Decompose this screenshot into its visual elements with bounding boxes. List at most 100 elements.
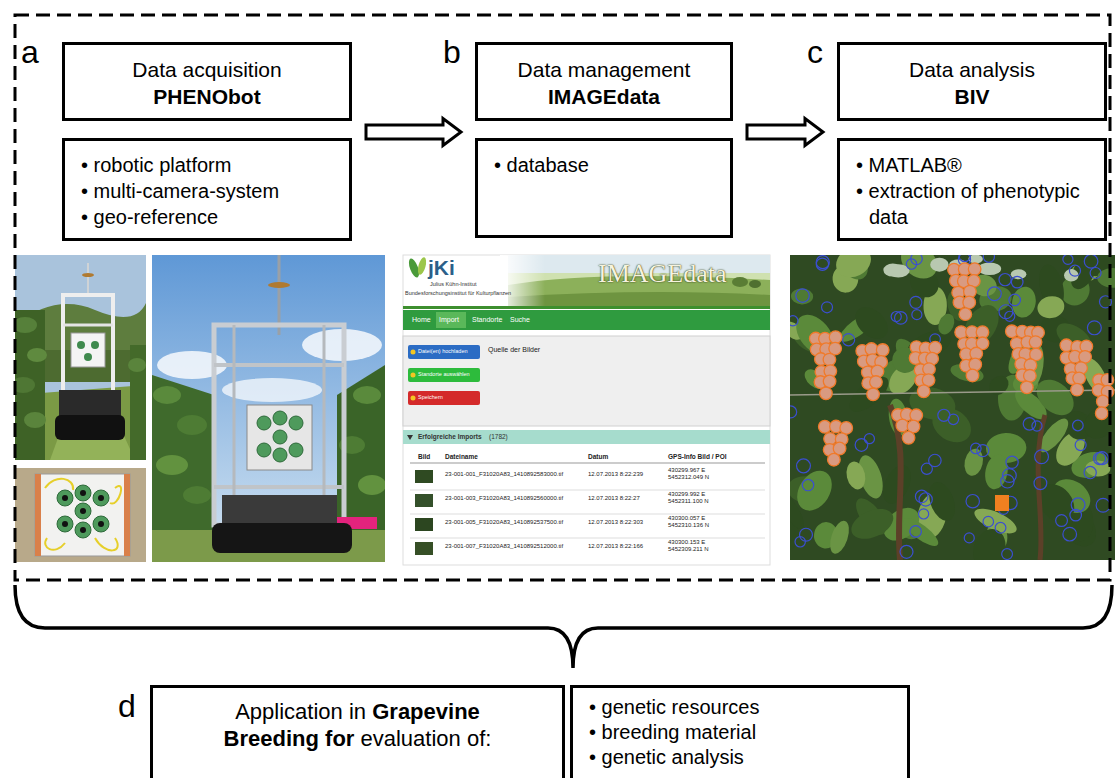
grape-detection-photo [1011, 276, 1023, 288]
database-screenshot [411, 350, 416, 355]
database-screenshot [403, 306, 770, 309]
grape-detection-photo [790, 255, 1115, 560]
grape-detection-photo [919, 509, 929, 519]
grape-detection-photo [935, 311, 957, 337]
grape-detection-photo [867, 388, 880, 401]
grape-detection-photo [847, 503, 898, 545]
grape-detection-photo [790, 487, 809, 532]
database-screenshot [403, 430, 770, 444]
grape-detection-photo [797, 459, 811, 473]
robot-photo [257, 416, 271, 430]
grape-detection-photo [1101, 374, 1114, 387]
database-screenshot [508, 255, 770, 306]
grape-detection-photo [999, 273, 1011, 285]
robot-photo [289, 416, 303, 430]
database-screenshot [403, 255, 770, 565]
grape-detection-photo [906, 382, 959, 424]
grape-detection-photo [977, 445, 989, 457]
robot-photo [353, 386, 381, 404]
vineyard-photo [15, 255, 146, 460]
button-label: Datei(en) hochladen [418, 348, 468, 354]
camera-plate-photo [110, 486, 121, 504]
camera-plate-photo [45, 538, 65, 550]
application-text: Application in Grapevine Breeding for ev… [161, 698, 554, 752]
table-header: GPS-Info Bild / POI [668, 453, 727, 460]
grape-detection-photo [1035, 450, 1049, 464]
database-screenshot [403, 336, 770, 426]
table-header: Datum [588, 453, 608, 460]
database-screenshot [415, 518, 433, 531]
table-cell: 12.07.2013 8:22:27 [588, 495, 640, 502]
screen-text: Bundesforschungsinstitut für Kulturpflan… [405, 290, 511, 296]
database-screenshot [732, 277, 748, 287]
vineyard-photo [55, 415, 125, 440]
vineyard-photo [84, 353, 92, 361]
grape-detection-photo [1065, 255, 1103, 293]
site-title: IMAGEdata [598, 259, 727, 289]
camera-plate-photo [80, 508, 86, 514]
grape-detection-photo [1097, 395, 1110, 408]
grape-detection-photo [1009, 294, 1021, 306]
text-run: Grapevine [372, 699, 480, 724]
camera-plate-photo [62, 495, 68, 501]
camera-plate-photo [75, 503, 91, 519]
camera-plate-photo [57, 490, 73, 506]
grape-detection-photo [1021, 381, 1034, 394]
vineyard-photo [63, 324, 113, 327]
vineyard-photo [15, 377, 35, 393]
table-cell: 430300.153 E 5452309.211 N [668, 539, 726, 553]
logo-text: jKi [428, 256, 455, 280]
robot-photo [212, 523, 352, 553]
grape-detection-photo [844, 460, 868, 491]
text-line: Breeding for evaluation of: [161, 725, 554, 752]
bullet-item: • geo-reference [65, 204, 339, 230]
camera-plate-photo [15, 468, 146, 562]
grape-detection-photo [831, 255, 876, 283]
grape-detection-photo [1097, 268, 1115, 288]
camera-plate-photo [45, 479, 73, 490]
camera-plate-photo [57, 485, 109, 538]
grape-detection-photo [802, 479, 813, 490]
panel-letter: b [443, 34, 461, 71]
database-screenshot [411, 373, 416, 378]
menu-item: Home [412, 316, 431, 324]
button-label: Standorte auswählen [418, 371, 470, 377]
grape-detection-photo [1090, 268, 1101, 279]
robot-photo [268, 282, 290, 288]
grape-detection-photo [870, 376, 883, 389]
robot-photo [247, 405, 312, 470]
grape-detection-photo [800, 528, 813, 541]
screen-text: Julius Kühn-Institut [430, 281, 476, 287]
camera-plate-photo [35, 474, 41, 556]
database-screenshot [410, 514, 765, 515]
grape-detection-photo [1084, 466, 1096, 478]
curly-bracket [15, 585, 1112, 668]
robot-photo [273, 411, 287, 425]
grape-detection-photo [1073, 372, 1086, 385]
bullet-item: • robotic platform [65, 152, 339, 178]
camera-plate-photo [75, 522, 91, 538]
grape-detection-photo [910, 296, 922, 308]
grape-detection-photo [959, 308, 972, 321]
grape-detection-photo [796, 289, 809, 302]
database-screenshot [407, 435, 413, 440]
grape-detection-photo [919, 493, 932, 506]
robot-photo [273, 448, 287, 462]
grape-detection-photo [995, 495, 1009, 511]
database-screenshot [411, 396, 416, 401]
grape-detection-photo [900, 545, 913, 558]
robot-photo [257, 443, 271, 457]
grape-detection-photo [910, 409, 923, 422]
bullet-item: • breeding material [573, 720, 897, 745]
table-cell: 430300.057 E 5452310.136 N [668, 515, 726, 529]
grape-detection-photo [1069, 265, 1080, 276]
stage-title: Data management [486, 56, 722, 83]
panel-letter: d [118, 688, 136, 725]
grape-detection-photo [790, 390, 1115, 395]
database-screenshot [436, 312, 466, 328]
section-title: Erfolgreiche Imports [418, 433, 482, 440]
grape-detection-photo [1032, 421, 1042, 431]
text-run: of: [467, 726, 491, 751]
grape-detection-photo [962, 447, 985, 478]
grape-detection-photo [924, 479, 960, 525]
